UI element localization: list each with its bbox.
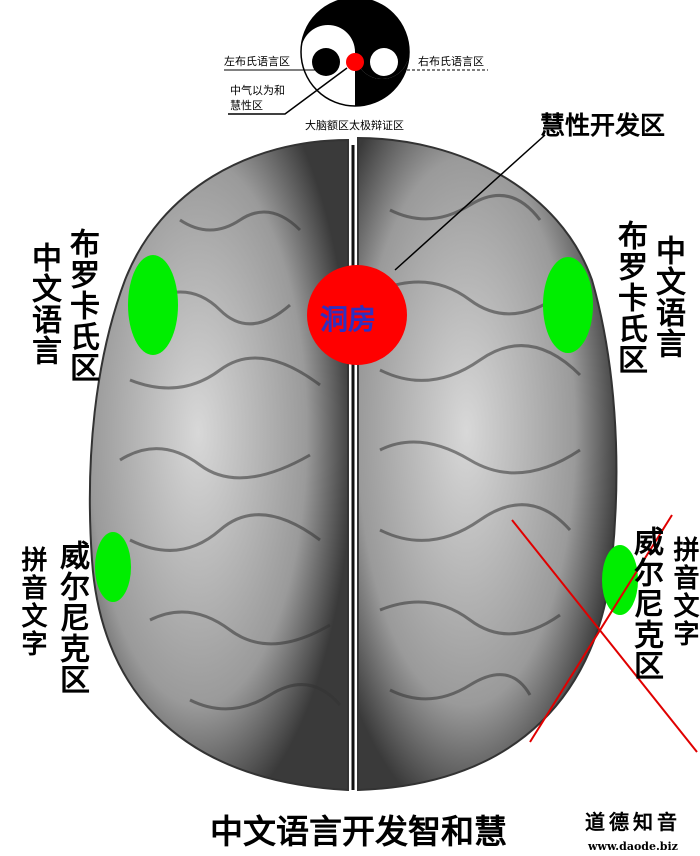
page-title: 中文语言开发智和慧 [210, 812, 507, 851]
right-broca-zone [543, 257, 593, 353]
callout-leader [394, 134, 546, 271]
center-spot-circle [307, 265, 407, 365]
left-chinese-label: 中文语言 [26, 242, 61, 366]
center-yinyang-label-2: 慧性区 [230, 99, 263, 112]
left-broca-zone [128, 255, 178, 355]
left-wernicke-zone [95, 532, 131, 602]
right-pinyin-label: 拼音文字 [669, 536, 699, 648]
right-wernicke-zone [602, 545, 638, 615]
yin-yang-symbol [300, 0, 410, 107]
center-spot-label: 洞房 [320, 303, 377, 336]
center-yinyang-label-1: 中气以为和 [230, 84, 285, 97]
right-wernicke-label: 威尔尼克区 [628, 526, 663, 681]
left-broca-yinyang-label: 左布氏语言区 [224, 55, 290, 68]
wisdom-zone-callout: 慧性开发区 [540, 111, 666, 140]
right-broca-label: 布罗卡氏区 [612, 220, 647, 375]
brain-gyri [119, 193, 582, 711]
logo: 道德知音 [585, 810, 681, 834]
left-pinyin-label: 拼音文字 [17, 546, 47, 658]
right-broca-yinyang-label: 右布氏语言区 [418, 55, 484, 68]
brain-left-hemisphere [88, 138, 349, 792]
left-broca-label: 布罗卡氏区 [64, 228, 99, 383]
frontal-taiji-label: 大脑额区太极辩证区 [305, 119, 404, 132]
logo-url: www.daode.biz [588, 840, 678, 853]
cross-out-mark [511, 514, 698, 753]
left-wernicke-label: 威尔尼克区 [54, 540, 89, 695]
center-leader [228, 67, 348, 115]
right-chinese-label: 中文语言 [650, 235, 685, 359]
